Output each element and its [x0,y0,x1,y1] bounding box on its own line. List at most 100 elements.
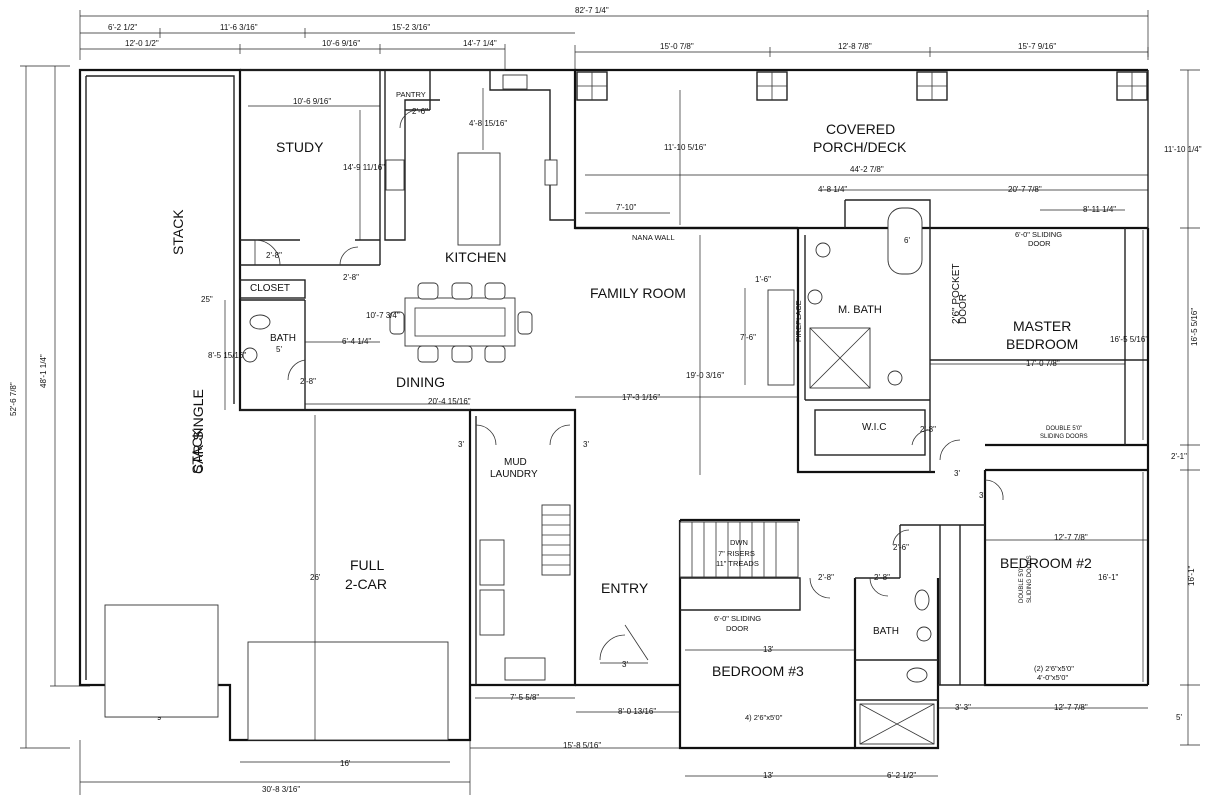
toilet [249,314,271,330]
utility-sink [504,657,546,681]
kitchen-sink [502,74,528,90]
dim-label: 25" [201,295,213,304]
wic-box [814,409,926,456]
dim-label: 44'-2 7/8" [850,165,884,174]
room-bath: BATH [270,333,296,344]
dim-label: 17'-0 7/8" [1026,359,1060,368]
dim-label: 16' [340,759,351,768]
dim-label: 3' [458,440,464,449]
dim-label: 1'-6" [755,275,771,284]
dim-label: 14'-9 11/16" [343,163,385,172]
dim-label: 12'-8 7/8" [838,42,872,51]
dim-overall-top: 82'-7 1/4" [575,6,609,15]
fireplace-box [767,289,795,386]
dim-label: 19'-0 3/16" [686,371,724,380]
dim-label: 2'-6" [412,107,428,116]
dim-label: 8'-0 13/16" [618,707,656,716]
dim-label: 3' [979,491,985,500]
note-bed3-sliding: 6'-0" SLIDING [714,614,761,623]
closet-box [239,279,306,299]
walls [78,68,1150,750]
note-double-sliding: SLIDING DOORS [1040,434,1088,440]
dim-label: 5' [1176,713,1182,722]
dim-label: 14'-7 1/4" [463,39,497,48]
dim-label: 16'-1" [1098,573,1119,582]
dim-label: 2'-8" [874,573,890,582]
dim-label: 15'-2 3/16" [392,23,430,32]
room-master-bedroom: MASTER [1013,318,1071,334]
room-laundry: LAUNDRY [490,469,538,480]
note-double-sliding: DOUBLE 5'0" [1046,426,1082,432]
top-dimensions [79,10,1149,70]
toilet [906,667,928,683]
dim-label: 15'-8 5/16" [563,741,601,750]
note-bed3-sliding: DOOR [726,624,749,633]
dim-label: 12'-0 1/2" [125,39,159,48]
toilet [887,370,903,386]
garage-door-double [247,641,449,741]
note-sliding: 6'-0" SLIDING [1015,230,1062,239]
range [385,159,405,191]
room-master-bedroom: BEDROOM [1006,336,1078,352]
dim-label: 7'-6" [740,333,756,342]
dim-label: 26' [310,573,321,582]
room-full-2car: FULL [350,557,384,573]
room-mud: MUD [504,457,527,468]
room-full-2car: 2-CAR [345,576,387,592]
dim-label: 6' [904,236,910,245]
dining-table-top [414,307,506,337]
dim-label: 2'-8" [266,251,282,260]
main-stairs [679,521,799,578]
room-bath-right: BATH [873,626,899,637]
dim-label: 3'-3" [955,703,971,712]
interior-dim-lines [224,88,1148,682]
dim-label: 15'-7 9/16" [1018,42,1056,51]
room-car-single-stack: STACK [189,428,205,474]
sink [815,242,831,258]
room-entry: ENTRY [601,580,649,596]
bottom-dimensions [79,697,1148,795]
porch-windows [576,71,1148,101]
room-covered-porch: COVERED [826,121,895,137]
dim-label: 2'-1" [1171,452,1187,461]
label-pocket-door: 2'6" POCKET [951,264,962,324]
dim-label: 4'-8 15/16" [469,119,507,128]
dining-chairs [389,282,533,363]
room-stack: STACK [170,209,186,255]
note-sliding: DOOR [1028,239,1051,248]
dim-label: 8'-11 1/4" [1083,205,1116,214]
dim-label: 20'-7 7/8" [1008,185,1042,194]
room-car-single-stack: CAR SINGLE [190,389,206,474]
room-kitchen: KITCHEN [445,249,506,265]
room-bedroom2: BEDROOM #2 [1000,555,1092,571]
sink [807,289,823,305]
note-stairs: DWN [730,538,748,547]
dim-label: 12'-7 7/8" [1054,533,1088,542]
dim-label: 13' [763,645,774,654]
note-bed2-double: DOUBLE 5'0" [1019,567,1025,603]
note-bed2-double: SLIDING DOORS [1027,555,1033,603]
kitchen-island [457,152,501,246]
note-nana-wall: NANA WALL [632,233,675,242]
dim-label: 2'-8" [920,425,936,434]
dryer [479,589,505,636]
dim-label: 2'-8" [300,377,316,386]
dim-label: 13' [763,771,774,780]
label-pocket-door: DOOR [958,294,969,324]
note-window-bed2: 4'-0"x5'0" [1037,673,1068,682]
dim-label: 2'-8" [818,573,834,582]
dim-label: 6'-4 1/4" [342,337,371,346]
dim-label: 8'-5 15/16" [208,351,246,360]
dim-label: 10'-6 9/16" [293,97,331,106]
fridge [544,159,558,186]
left-dimensions [20,65,90,749]
dim-label: 4'-8 1/4" [818,185,847,194]
laundry-stairs [541,504,571,576]
dim-label: 3' [583,440,589,449]
note-window-bed2: (2) 2'6"x5'0" [1034,664,1074,673]
room-dining: DINING [396,374,445,390]
dim-label: 48'-1 1/4" [39,354,48,388]
dim-label: 16'-5 5/16" [1110,335,1148,344]
dim-label: 11'-10 5/16" [664,143,706,152]
